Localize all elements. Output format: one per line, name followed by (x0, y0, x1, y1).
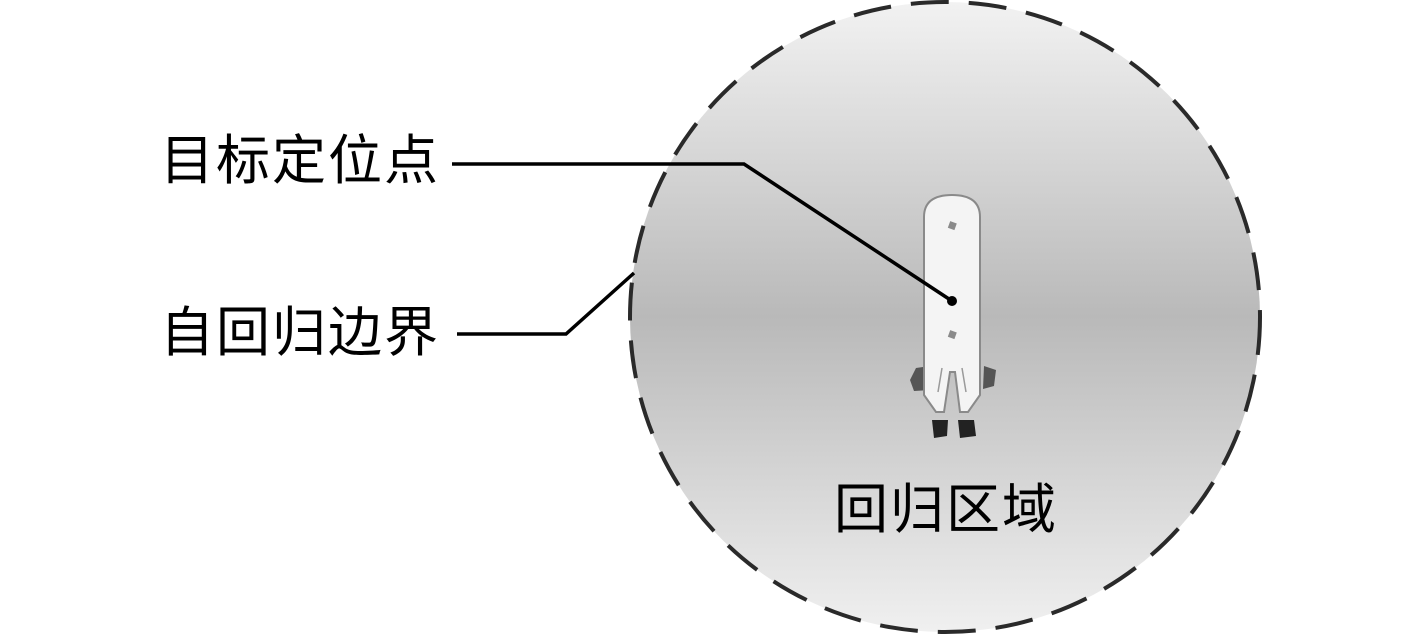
target-point-label: 目标定位点 (160, 129, 440, 192)
return-region-label: 回归区域 (834, 478, 1058, 541)
target-point-leader (452, 162, 953, 303)
boundary-leader (457, 271, 636, 336)
self-return-boundary-label: 自回归边界 (160, 301, 440, 364)
